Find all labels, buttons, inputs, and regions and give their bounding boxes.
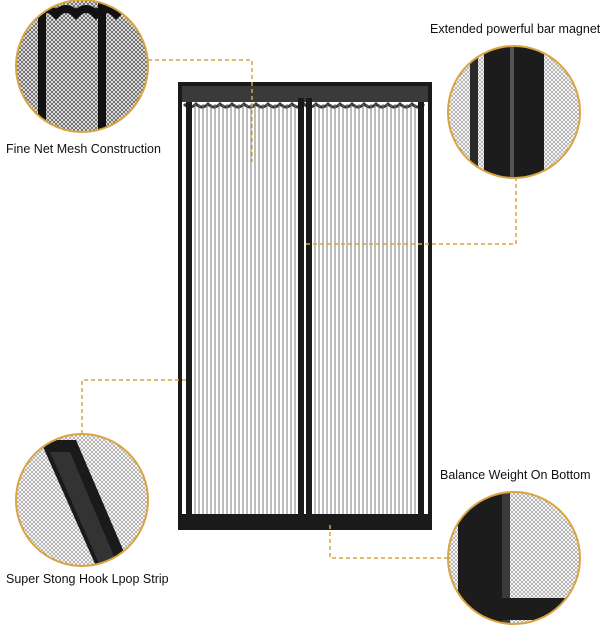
- detail-circle-magnet: [447, 45, 581, 179]
- label-balance-weight: Balance Weight On Bottom: [440, 468, 591, 482]
- detail-circle-hook-strip: [15, 433, 149, 567]
- detail-circle-mesh: [15, 0, 149, 133]
- screen-door: [178, 82, 432, 530]
- label-bar-magnet: Extended powerful bar magnet: [430, 22, 600, 36]
- leader-weight: [329, 522, 448, 559]
- detail-circle-weight: [447, 491, 581, 625]
- label-hook-loop-strip: Super Stong Hook Lpop Strip: [6, 572, 169, 586]
- leader-hook: [81, 379, 186, 434]
- label-fine-net-mesh: Fine Net Mesh Construction: [6, 142, 161, 156]
- leader-mesh: [148, 59, 253, 162]
